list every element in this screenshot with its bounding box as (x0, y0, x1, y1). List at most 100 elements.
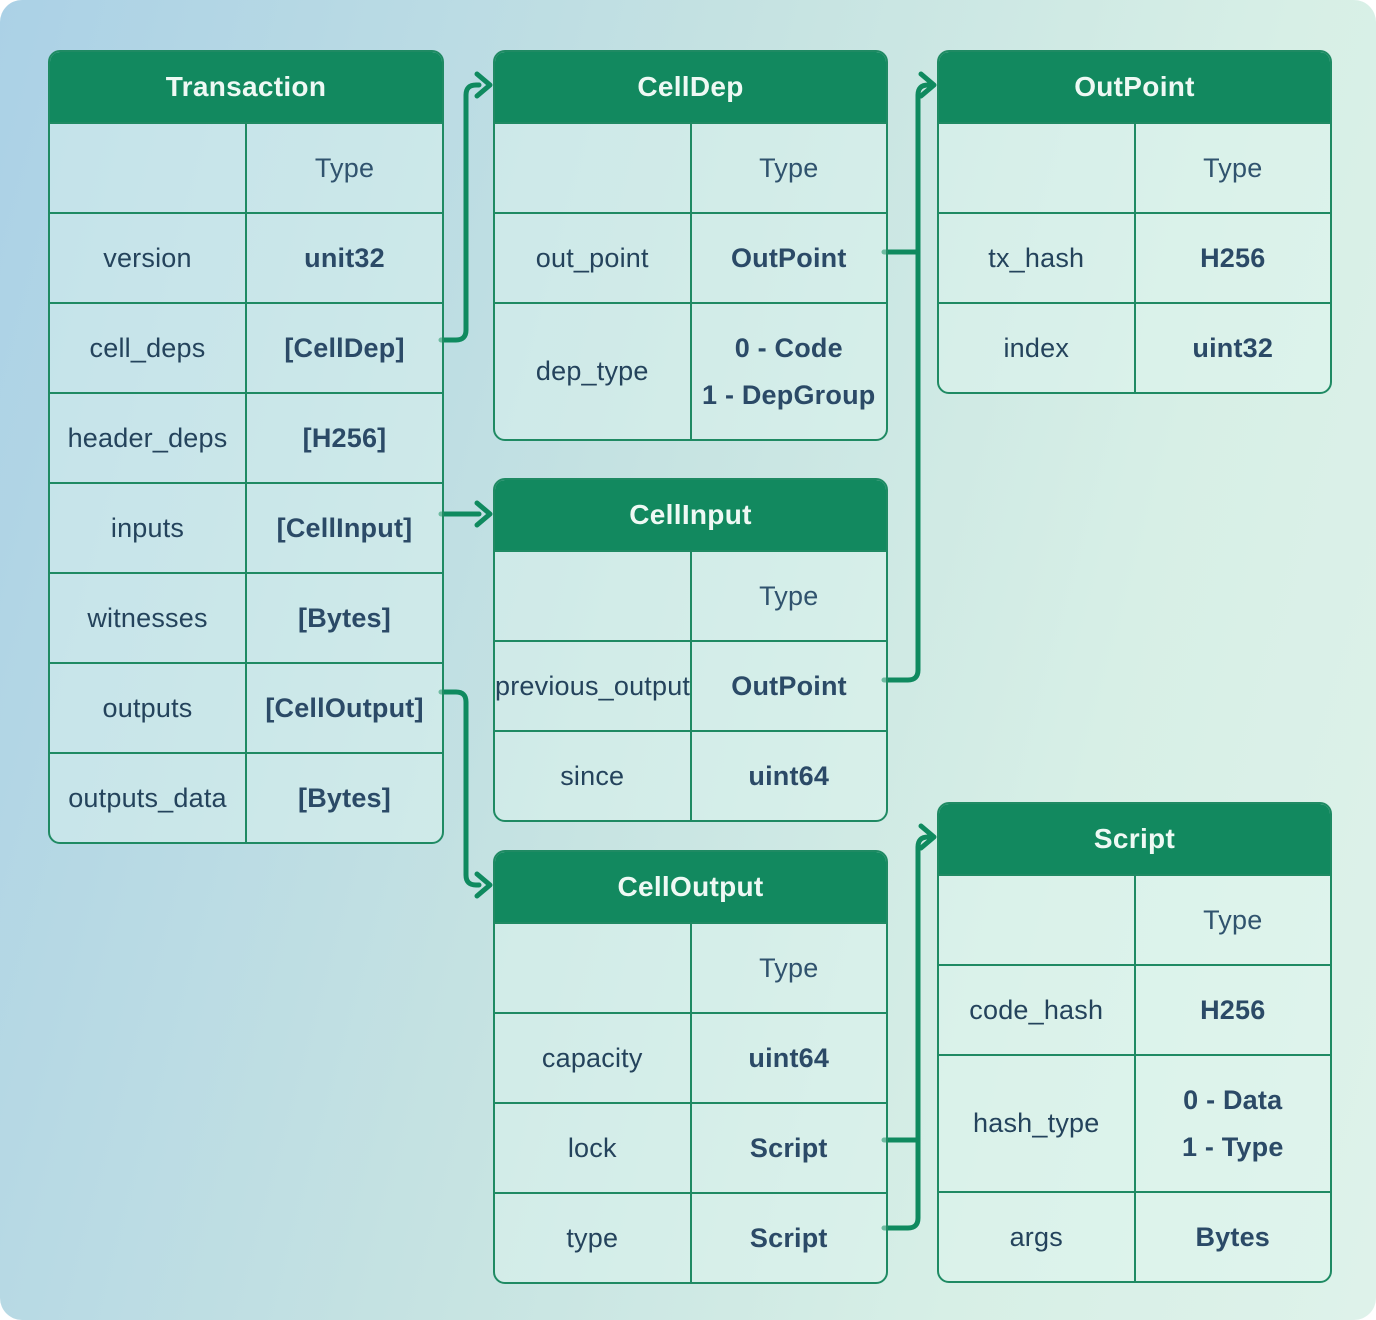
type-line: uint32 (1192, 332, 1274, 363)
table-title-script: Script (939, 804, 1330, 874)
field-type-cell: 0 - Code 1 - DepGroup (689, 304, 887, 439)
table-title-outpoint: OutPoint (939, 52, 1330, 122)
field-type-cell: [Bytes] (245, 574, 442, 662)
table-row: witnesses[Bytes] (50, 572, 442, 662)
type-column-header: Type (689, 924, 887, 1012)
table-row: Type (939, 874, 1330, 964)
empty-cell (939, 876, 1134, 964)
connector-cell-deps-to-celldep (438, 71, 493, 343)
field-type-cell: [CellDep] (245, 304, 442, 392)
connector-path (438, 689, 482, 888)
table-row: cell_deps [CellDep] (50, 302, 442, 392)
field-type-cell: [CellOutput] (245, 664, 442, 752)
field-type-cell: uint64 (689, 732, 887, 820)
type-column-header: Type (245, 124, 442, 212)
field-name-cell: previous_output (495, 670, 691, 701)
type-line: 0 - Code (734, 333, 843, 364)
field-name-cell: tx_hash (988, 242, 1085, 273)
table-row: Type (50, 122, 442, 212)
type-line: 0 - Data (1183, 1085, 1283, 1116)
table-row: hash_type 0 - Data 1 - Type (939, 1054, 1330, 1191)
type-line: unit32 (304, 242, 385, 273)
field-type-cell: H256 (1133, 966, 1331, 1054)
field-type-cell: H256 (1133, 214, 1331, 302)
field-type-cell: uint32 (1133, 304, 1331, 392)
empty-cell (495, 124, 690, 212)
type-line: Bytes (1195, 1221, 1271, 1252)
field-type-cell: Script (689, 1104, 887, 1192)
type-line: [CellOutput] (265, 692, 424, 723)
type-line: H256 (1200, 994, 1266, 1025)
field-name-cell: outputs (102, 692, 193, 723)
field-type-cell: [H256] (245, 394, 442, 482)
field-type-cell: Script (689, 1194, 887, 1282)
table-title-celloutput: CellOutput (495, 852, 886, 922)
table-row: Type (495, 550, 886, 640)
type-column-header: Type (689, 552, 887, 640)
table-title-transaction: Transaction (50, 52, 442, 122)
field-name-cell: inputs (110, 512, 185, 543)
empty-cell (939, 124, 1134, 212)
field-name-cell: since (560, 760, 625, 791)
connector-path-previous-output (881, 82, 931, 683)
table-row: since uint64 (495, 730, 886, 820)
table-body: Type out_point OutPoint dep_type 0 - Code 1 -… (495, 122, 886, 439)
field-type-cell: [Bytes] (245, 754, 442, 842)
table-row: type Script (495, 1192, 886, 1282)
field-name-cell: index (1003, 332, 1070, 363)
table-row: inputs [CellInput] (50, 482, 442, 572)
connector-to-outpoint (881, 71, 937, 683)
arrowhead-icon (474, 71, 493, 99)
arrowhead-icon (474, 500, 493, 528)
empty-cell (495, 924, 690, 1012)
field-name-cell: outputs_data (68, 782, 227, 813)
field-name-cell: lock (567, 1132, 617, 1163)
type-line: Script (749, 1222, 828, 1253)
connector-path-type (881, 834, 931, 1231)
table-body: Type tx_hash H256 index uint32 (939, 122, 1330, 392)
type-line: H256 (1200, 242, 1266, 273)
arrowhead-icon (474, 871, 493, 899)
type-column-header: Type (1133, 876, 1331, 964)
table-title-celldep: CellDep (495, 52, 886, 122)
table-row: dep_type 0 - Code 1 - DepGroup (495, 302, 886, 439)
connector-to-script (881, 823, 937, 1231)
field-name-cell: code_hash (969, 994, 1104, 1025)
field-name-cell: dep_type (535, 356, 649, 386)
field-type-cell: unit32 (245, 214, 442, 302)
type-line: uint64 (748, 1042, 830, 1073)
type-line: OutPoint (730, 242, 847, 273)
table-row: Type (495, 122, 886, 212)
field-type-cell: [CellInput] (245, 484, 442, 572)
type-column-header: Type (1133, 124, 1331, 212)
table-celldep: CellDep Type out_point OutPoint dep_type 0 -… (493, 50, 888, 441)
table-row: Type (495, 922, 886, 1012)
field-name-cell: type (566, 1222, 619, 1253)
table-outpoint: OutPoint Type tx_hash H256 index uint32 (937, 50, 1332, 394)
connector-inputs-to-cellinput (438, 500, 493, 528)
arrowhead-icon (918, 823, 937, 851)
connector-outputs-to-celloutput (438, 689, 493, 899)
table-row: out_point OutPoint (495, 212, 886, 302)
field-name-cell: out_point (535, 242, 649, 273)
field-name-cell: cell_deps (89, 332, 206, 363)
type-line: 1 - DepGroup (702, 379, 876, 410)
table-row: tx_hash H256 (939, 212, 1330, 302)
table-body: Type code_hash H256 hash_type 0 - Data 1 - Ty… (939, 874, 1330, 1281)
type-line: [Bytes] (298, 602, 391, 633)
table-row: lock Script (495, 1102, 886, 1192)
field-name-cell: hash_type (973, 1108, 1100, 1138)
type-line: uint64 (748, 760, 830, 791)
type-line: [CellDep] (284, 332, 405, 363)
table-row: header_deps[H256] (50, 392, 442, 482)
type-line: 1 - Type (1181, 1131, 1284, 1162)
type-line: [Bytes] (298, 782, 391, 813)
